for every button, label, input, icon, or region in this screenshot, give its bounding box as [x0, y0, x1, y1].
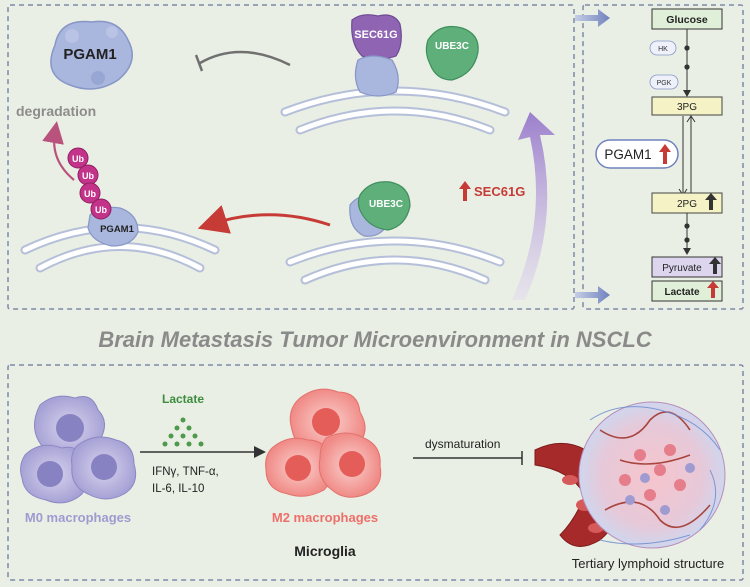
m2-label: M2 macrophages — [272, 510, 378, 525]
pyruvate-up-arrow-icon — [709, 257, 721, 274]
pg2-up-arrow-icon — [705, 193, 717, 210]
reversible-head-up — [686, 115, 696, 123]
cytokines-line1: IFNγ, TNF-α, — [152, 466, 219, 478]
pgam1-pathway-label: PGAM1 — [604, 147, 651, 162]
inhibition-bar-gray — [194, 54, 204, 72]
tertiary-lymphoid-structure — [534, 401, 726, 549]
degradation-label: degradation — [16, 103, 96, 119]
m2-macrophage-cluster — [265, 388, 382, 498]
tls-label: Tertiary lymphoid structure — [572, 556, 724, 571]
bottom-panel — [7, 364, 744, 581]
pg3-label: 3PG — [677, 102, 697, 113]
pgam1-up-arrow-icon — [659, 144, 671, 164]
glucose-to-3pg-head — [683, 90, 691, 97]
ube3c-bottom-complex — [349, 181, 411, 237]
inhibition-arc-gray — [199, 50, 291, 67]
connector-arrow-top — [575, 9, 610, 27]
pathway: Glucose HK PGK 3PG PGAM1 2PG Pyruvate La… — [595, 8, 723, 302]
ub-label-4: Ub — [95, 205, 107, 215]
glucose-label: Glucose — [666, 14, 708, 26]
ub-bead-3 — [79, 182, 101, 204]
pg2-label: 2PG — [677, 199, 697, 210]
sec61g-up-arrow-icon — [459, 181, 471, 201]
ube3c-top-label: UBE3C — [435, 41, 469, 52]
step-dot-3 — [684, 223, 690, 229]
m0-label: M0 macrophages — [25, 510, 131, 525]
pgam1-small-label: PGAM1 — [100, 224, 135, 235]
cytokines-line2: IL-6, IL-10 — [152, 483, 204, 495]
lactate-molecules — [162, 417, 204, 447]
pyruvate-label: Pyruvate — [662, 263, 702, 274]
ub-bead-1 — [67, 147, 89, 169]
pgk-pill — [649, 74, 679, 90]
main-title: Brain Metastasis Tumor Microenvironment … — [98, 327, 652, 352]
ubiquitin-chain — [67, 147, 112, 220]
lactate-pathway-label: Lactate — [664, 287, 699, 298]
pgk-label: PGK — [657, 80, 672, 87]
pgam1-label: PGAM1 — [63, 46, 116, 63]
ube3c-top-protein — [425, 25, 479, 81]
dysmaturation-label: dysmaturation — [425, 437, 500, 451]
connector-arrow-bottom — [575, 286, 610, 304]
hk-label: HK — [658, 46, 668, 53]
pgam1-protein — [50, 20, 133, 90]
er-membrane-bottom-right-inner — [287, 238, 503, 283]
pg2-to-pyruvate-head — [683, 248, 691, 255]
ube3c-bottom-label: UBE3C — [369, 199, 403, 210]
sec61g-up-label: SEC61G — [474, 184, 525, 199]
step-dot-1 — [684, 45, 690, 51]
lactate-bottom-label: Lactate — [162, 392, 204, 406]
hk-pill — [649, 40, 677, 56]
pg3-box — [651, 96, 723, 116]
ub-label-2: Ub — [82, 171, 94, 181]
m0-macrophage-cluster — [20, 395, 137, 504]
microglia-label: Microglia — [294, 543, 356, 559]
upregulation-arrow-purple — [512, 112, 555, 300]
lactate-up-arrow-icon — [707, 281, 719, 298]
pathway-panel — [582, 4, 744, 310]
degradation-arrow — [42, 121, 75, 181]
sec61g-protein-label: SEC61G — [354, 29, 397, 41]
sec61g-protein — [351, 14, 402, 97]
lactate-box — [651, 280, 723, 302]
ub-bead-4 — [90, 198, 112, 220]
ub-label-1: Ub — [72, 154, 84, 164]
step-dot-2 — [684, 64, 690, 70]
pyruvate-box — [651, 256, 723, 278]
step-dot-4 — [684, 237, 690, 243]
top-left-panel — [7, 4, 575, 310]
ubiquitination-arrow-red — [197, 205, 331, 234]
pgam1-pill — [595, 139, 679, 169]
ub-label-3: Ub — [84, 189, 96, 199]
